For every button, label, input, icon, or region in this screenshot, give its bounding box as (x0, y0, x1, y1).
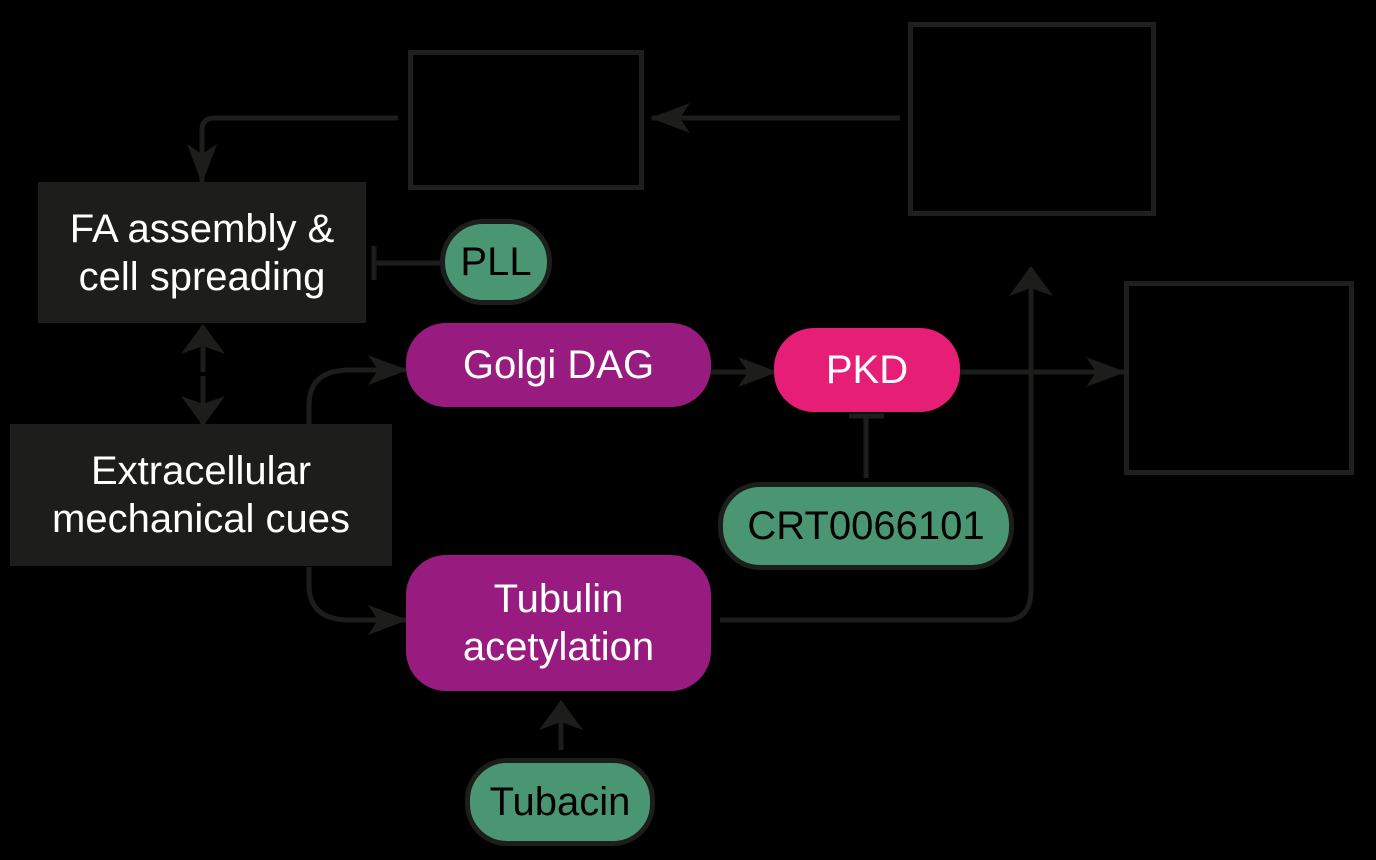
tubulin-acetylation-label: Tubulin acetylation (462, 577, 655, 669)
edge-extracellular-to-golgi (306, 355, 408, 424)
empty-box-right (1124, 281, 1354, 475)
tubulin-acetylation-node: Tubulin acetylation (406, 555, 711, 691)
golgi-dag-node: Golgi DAG (406, 323, 711, 407)
pll-label: PLL (460, 240, 532, 284)
tubacin-node: Tubacin (465, 758, 655, 846)
extracellular-cues-node: Extracellular mechanical cues (10, 424, 392, 566)
tubacin-label: Tubacin (489, 780, 631, 824)
edge-extracellular-to-tubulin (306, 567, 408, 635)
golgi-dag-label: Golgi DAG (462, 343, 655, 387)
edge-tubulin-to-topright (720, 266, 1053, 623)
fa-assembly-node: FA assembly & cell spreading (38, 182, 366, 323)
empty-box-top-right (908, 22, 1156, 216)
edge-topmiddle-to-fa (187, 115, 398, 184)
pll-node: PLL (440, 219, 552, 305)
crt0066101-node: CRT0066101 (718, 482, 1014, 570)
crt0066101-label: CRT0066101 (747, 504, 985, 548)
fa-assembly-label: FA assembly & cell spreading (69, 206, 335, 299)
pkd-label: PKD (825, 348, 909, 392)
extracellular-cues-label: Extracellular mechanical cues (52, 449, 350, 541)
pkd-node: PKD (774, 328, 960, 412)
empty-box-top-middle (408, 50, 644, 190)
